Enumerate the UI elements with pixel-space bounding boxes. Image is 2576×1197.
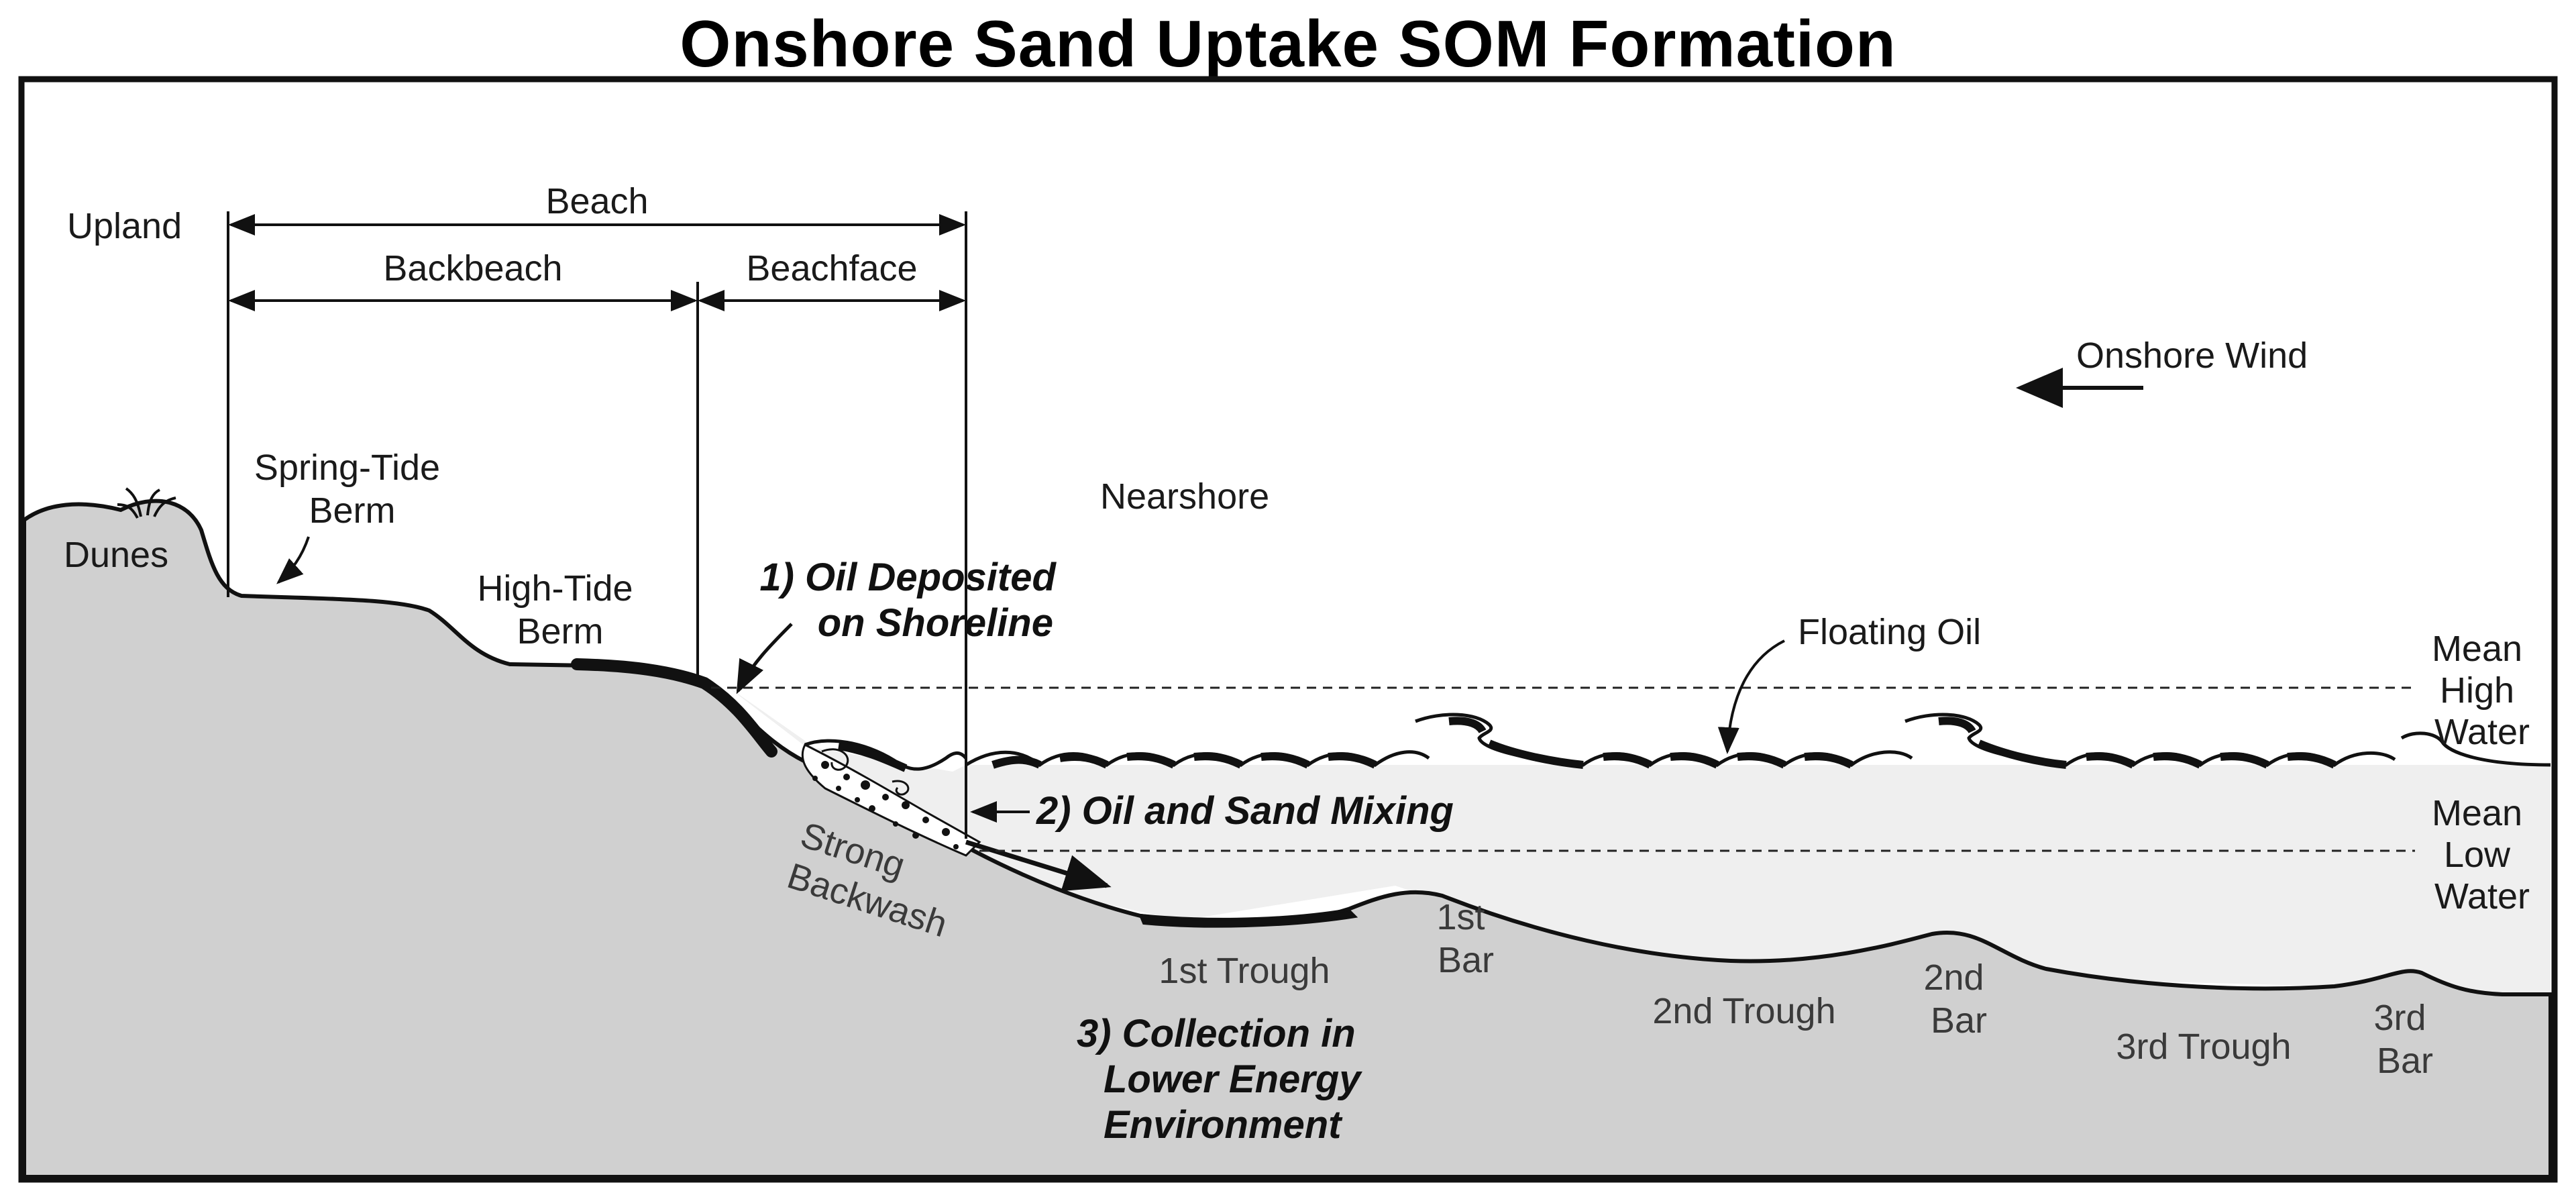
- sand-particles: [812, 761, 959, 849]
- step-1-line-1: 1) Oil Deposited: [759, 556, 1057, 599]
- mean-high-water-label: Mean High Water: [2432, 629, 2532, 752]
- diagram-title: Onshore Sand Uptake SOM Formation: [680, 7, 1896, 81]
- first-trough-label: 1st Trough: [1159, 951, 1330, 991]
- first-bar-label: 1st Bar: [1436, 897, 1495, 980]
- backwash-arrow: [965, 839, 1112, 892]
- dunes-label: Dunes: [64, 535, 168, 575]
- nearshore-label: Nearshore: [1100, 476, 1269, 517]
- mean-low-water-line-1: Mean: [2432, 793, 2522, 833]
- second-bar-line-2: Bar: [1931, 1000, 1987, 1041]
- grass-icon: [117, 487, 176, 519]
- mean-high-water-line-1: Mean: [2432, 629, 2522, 669]
- high-tide-berm-label: High-Tide Berm: [477, 568, 643, 652]
- third-trough-label: 3rd Trough: [2116, 1027, 2291, 1067]
- step-3-line-3: Environment: [1104, 1103, 1343, 1147]
- spring-tide-berm-pointer: [276, 536, 310, 584]
- beachface-label: Beachface: [746, 248, 917, 289]
- mean-high-water-line-2: High: [2440, 670, 2514, 711]
- floating-oil-label: Floating Oil: [1798, 612, 1981, 652]
- step-3-line-1: 3) Collection in: [1077, 1012, 1356, 1055]
- high-tide-berm-line-2: Berm: [517, 611, 603, 652]
- second-bar-label: 2nd Bar: [1923, 957, 1994, 1041]
- mean-low-water-label: Mean Low Water: [2432, 793, 2532, 917]
- step-2-label: 2) Oil and Sand Mixing: [1036, 789, 1454, 833]
- backbeach-label: Backbeach: [383, 248, 562, 289]
- beach-label: Beach: [545, 181, 648, 221]
- first-bar-line-1: 1st: [1436, 897, 1485, 937]
- spring-tide-berm-line-2: Berm: [309, 490, 395, 531]
- step-3-label: 3) Collection in Lower Energy Environmen…: [1077, 1012, 1372, 1147]
- floating-oil-pointer: [1717, 639, 1785, 754]
- third-bar-line-2: Bar: [2377, 1041, 2433, 1081]
- high-tide-berm-line-1: High-Tide: [477, 568, 633, 609]
- first-bar-line-2: Bar: [1438, 940, 1494, 980]
- step-1-line-2: on Shoreline: [818, 601, 1053, 645]
- mean-low-water-line-2: Low: [2444, 835, 2511, 875]
- step-3-line-2: Lower Energy: [1104, 1057, 1362, 1101]
- third-bar-line-1: 3rd: [2373, 998, 2426, 1038]
- arrow-left-icon: [2016, 368, 2143, 408]
- second-trough-label: 2nd Trough: [1652, 991, 1835, 1031]
- collected-oil-deposit: [1138, 908, 1358, 928]
- spring-tide-berm-label: Spring-Tide Berm: [254, 448, 450, 531]
- mixing-swirl: [821, 748, 849, 771]
- third-bar-label: 3rd Bar: [2373, 998, 2436, 1081]
- mean-low-water-line-3: Water: [2434, 876, 2530, 917]
- wave-oil-coating: [838, 717, 2337, 772]
- spring-tide-berm-line-1: Spring-Tide: [254, 448, 440, 488]
- mean-high-water-line-3: Water: [2434, 712, 2530, 752]
- step-1-label: 1) Oil Deposited on Shoreline: [759, 556, 1067, 645]
- onshore-wind-label: Onshore Wind: [2076, 335, 2308, 376]
- shoreline-oil-layer: [571, 658, 777, 758]
- oil-sand-mixture: [801, 743, 981, 857]
- mixing-swirl: [892, 780, 910, 796]
- upland-label: Upland: [67, 206, 182, 246]
- water-body: [724, 684, 2551, 1000]
- oil-deposited-pointer: [736, 623, 793, 694]
- second-bar-line-1: 2nd: [1923, 957, 1984, 998]
